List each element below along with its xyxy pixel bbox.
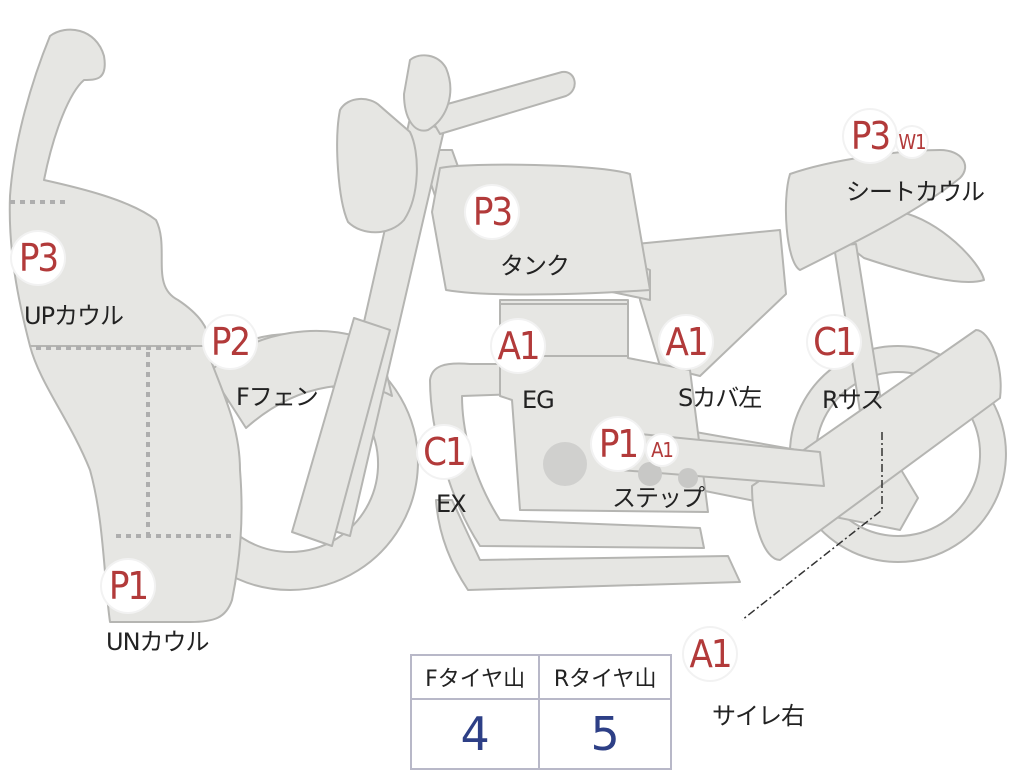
- frame-rear-shape: [635, 229, 787, 377]
- part-label-ex: EX: [436, 490, 467, 518]
- step-peg-circle: [638, 462, 662, 486]
- rear-tire-header: Rタイヤ山: [538, 654, 672, 700]
- part-label-eg: EG: [522, 386, 555, 414]
- grade-badge-eg: A1: [492, 320, 544, 372]
- part-label-f-fender: Fフェン: [236, 383, 319, 411]
- grade-badge-tank: P3: [466, 186, 518, 238]
- front-tire-value: 4: [409, 698, 541, 770]
- grade-badge-f-fender: P2: [204, 316, 256, 368]
- grade-extra-badge-seat-cowl: W1: [897, 127, 927, 157]
- part-label-step: ステップ: [612, 484, 705, 512]
- grade-extra-badge-step: A1: [647, 435, 677, 465]
- mirror-stem-shape: [403, 54, 452, 132]
- grade-badge-s-cover-left: A1: [660, 316, 712, 368]
- engine-cover-circle: [543, 442, 587, 486]
- front-tire-header: Fタイヤ山: [409, 654, 541, 700]
- grade-badge-r-sus: C1: [808, 316, 860, 368]
- tire-tread-table: Fタイヤ山 Rタイヤ山 4 5: [409, 654, 672, 770]
- fork-lower-shape: [291, 317, 391, 547]
- grade-badge-un-cowl: P1: [102, 560, 154, 612]
- grade-badge-muffler-right: A1: [684, 628, 736, 680]
- part-label-r-sus: Rサス: [822, 386, 884, 414]
- headlight-shape: [336, 98, 418, 234]
- grade-badge-seat-cowl: P3: [844, 110, 896, 162]
- step-peg-circle: [678, 468, 698, 488]
- muffler-shape: [751, 329, 1002, 561]
- handlebar-shape: [425, 70, 576, 135]
- grade-badge-ex: C1: [418, 426, 470, 478]
- part-label-seat-cowl: シートカウル: [846, 178, 985, 206]
- part-label-tank: タンク: [500, 252, 570, 280]
- part-label-s-cover-left: Sカバ左: [678, 384, 762, 412]
- leader-line: [741, 432, 883, 621]
- part-label-muffler-right: サイレ右: [712, 702, 805, 730]
- part-label-up-cowl: UPカウル: [24, 302, 124, 330]
- grade-badge-step: P1: [592, 418, 644, 470]
- lower-cowl-shape: [29, 345, 243, 623]
- lower-frame-shape: [435, 499, 741, 591]
- rear-tire-value: 5: [538, 698, 672, 770]
- part-label-un-cowl: UNカウル: [106, 628, 210, 656]
- grade-badge-up-cowl: P3: [12, 232, 64, 284]
